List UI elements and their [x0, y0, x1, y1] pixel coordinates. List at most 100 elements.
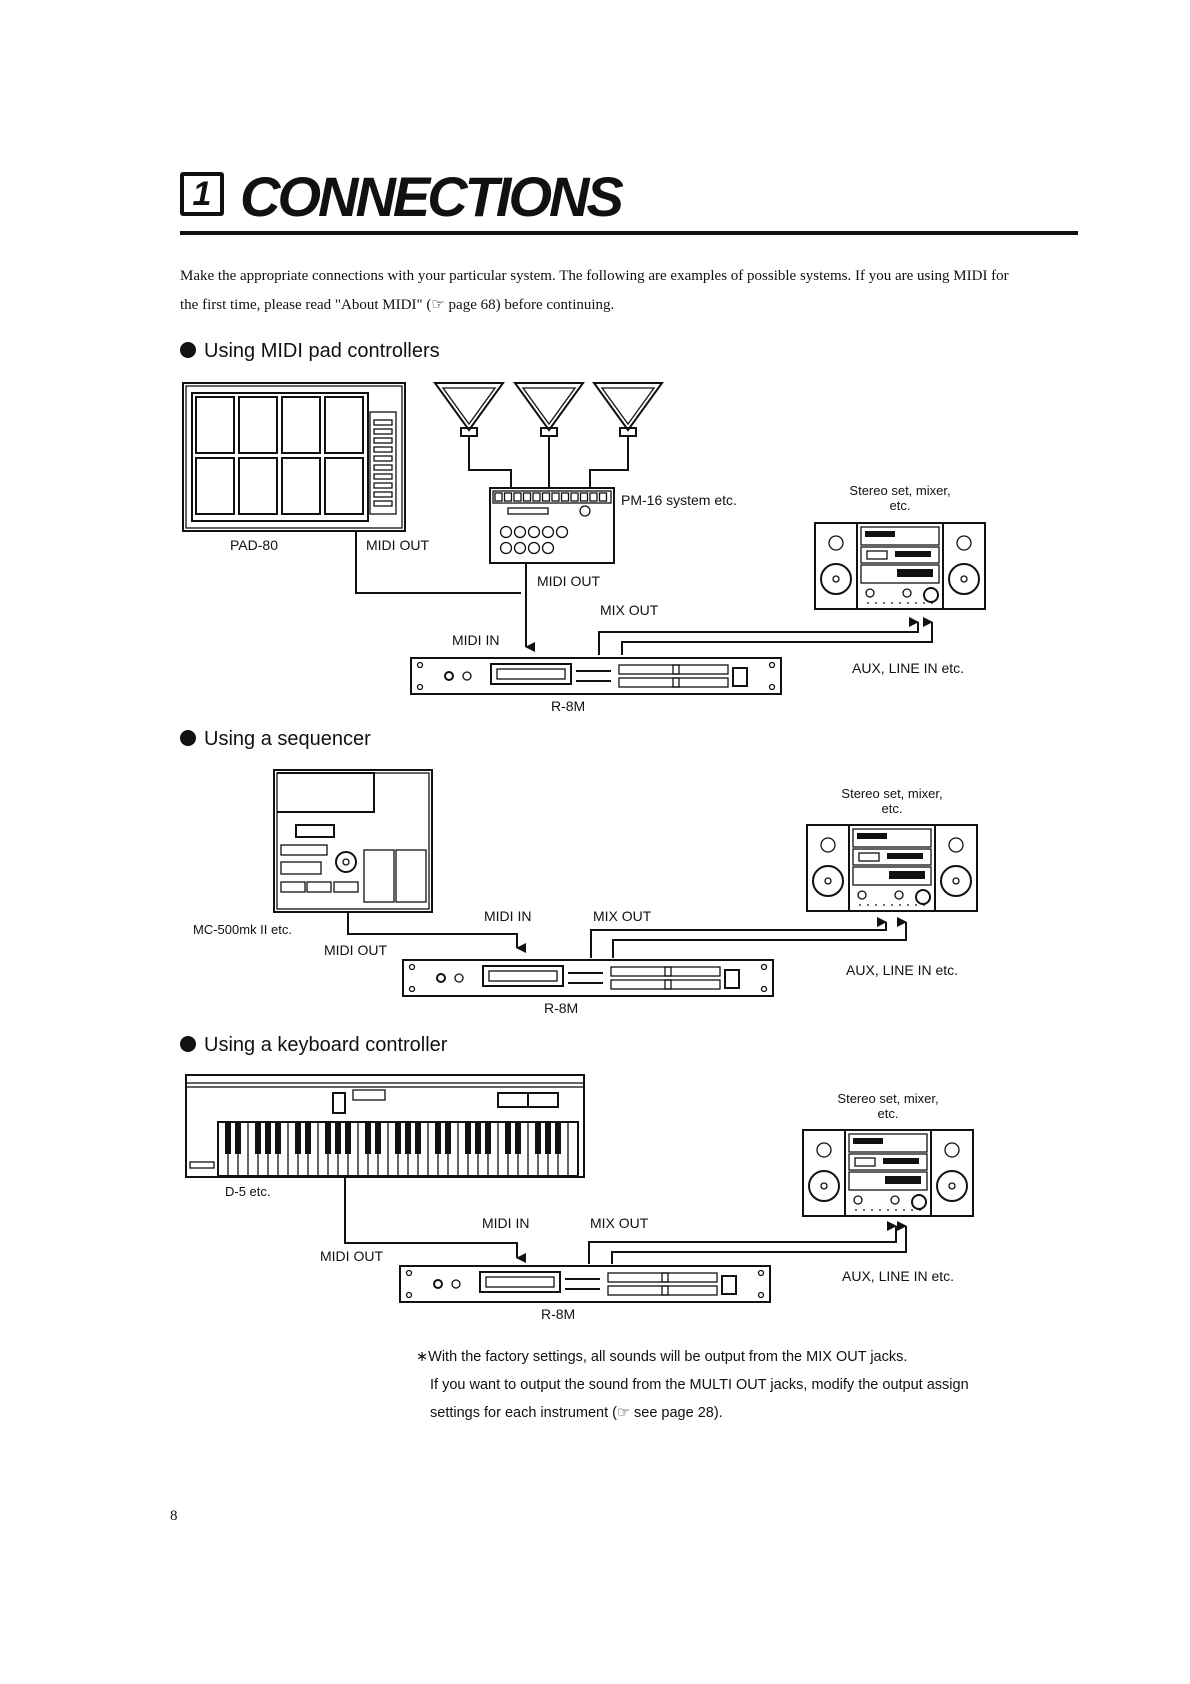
pm-knob — [527, 541, 541, 555]
pad-button — [373, 455, 393, 462]
d5-keyboard-device — [185, 1074, 585, 1178]
pm-input — [522, 492, 532, 502]
r8m-module-1 — [410, 657, 782, 695]
pad-square — [324, 396, 364, 454]
pad-button — [373, 500, 393, 507]
black-key — [365, 1122, 371, 1154]
pad-button — [373, 428, 393, 435]
section-heading-pad: Using MIDI pad controllers — [180, 340, 440, 363]
black-key — [485, 1122, 491, 1154]
label-midi-out: MIDI OUT — [320, 1248, 383, 1264]
black-key — [555, 1122, 561, 1154]
black-key — [335, 1122, 341, 1154]
r8m-module-2 — [402, 959, 774, 997]
pm-knob — [541, 541, 555, 555]
pad-button — [373, 419, 393, 426]
black-key — [445, 1122, 451, 1154]
chapter-title: CONNECTIONS — [240, 165, 624, 228]
pm-input — [579, 492, 589, 502]
label-stereo: Stereo set, mixer,etc. — [849, 483, 951, 513]
pad-square — [281, 457, 321, 515]
black-key — [465, 1122, 471, 1154]
black-key — [345, 1122, 351, 1154]
bullet-icon — [180, 1036, 196, 1052]
black-key — [325, 1122, 331, 1154]
pm-input — [551, 492, 560, 502]
label-mc-500: MC-500mk II etc. — [193, 922, 292, 937]
pm-input — [513, 492, 522, 502]
label-midi-in: MIDI IN — [482, 1215, 530, 1231]
stereo-set-3 — [802, 1129, 974, 1217]
label-aux: AUX, LINE IN etc. — [852, 660, 965, 676]
pad-square — [238, 457, 278, 515]
label-aux: AUX, LINE IN etc. — [842, 1268, 955, 1284]
footnote: ∗With the factory settings, all sounds w… — [416, 1343, 1096, 1427]
black-key — [295, 1122, 301, 1154]
pad-80-device — [182, 382, 406, 532]
pm-knob — [527, 525, 541, 539]
label-mix-out: MIX OUT — [600, 602, 659, 618]
r8m-module-3 — [399, 1265, 771, 1303]
label-midi-out: MIDI OUT — [324, 942, 387, 958]
pm-knob — [499, 541, 513, 555]
bullet-icon — [180, 342, 196, 358]
bullet-icon — [180, 730, 196, 746]
footnote-line-3: settings for each instrument (☞ see page… — [430, 1405, 723, 1421]
pad-square — [324, 457, 364, 515]
pm-input — [532, 492, 541, 502]
black-key — [545, 1122, 551, 1154]
label-r8m: R-8M — [544, 1000, 579, 1016]
title-rule — [180, 231, 1078, 235]
pad-button — [373, 491, 393, 498]
black-key — [475, 1122, 481, 1154]
black-key — [305, 1122, 311, 1154]
label-r8m: R-8M — [541, 1306, 576, 1322]
intro-paragraph: Make the appropriate connections with yo… — [180, 262, 1080, 320]
black-key — [255, 1122, 261, 1154]
label-stereo: Stereo set, mixer,etc. — [841, 786, 943, 816]
black-key — [225, 1122, 231, 1154]
pm-16-device — [434, 382, 663, 564]
mc-500-device — [273, 769, 433, 913]
label-pad-80: PAD-80 — [230, 537, 278, 553]
pad-button — [373, 446, 393, 453]
pm-knob — [513, 541, 527, 555]
pm-input — [560, 492, 570, 502]
pad-square — [195, 396, 235, 454]
label-mix-out: MIX OUT — [590, 1215, 649, 1231]
chapter-number: 1 — [180, 172, 224, 216]
page-number: 8 — [170, 1508, 178, 1524]
pad-square — [195, 457, 235, 515]
label-r8m: R-8M — [551, 698, 586, 714]
intro-line-2: the first time, please read "About MIDI"… — [180, 297, 615, 313]
label-pm-16: PM-16 system etc. — [621, 492, 737, 508]
section-heading-sequencer: Using a sequencer — [180, 728, 371, 751]
pm-input — [541, 492, 551, 502]
pad-button — [373, 473, 393, 480]
black-key — [275, 1122, 281, 1154]
footnote-line-1: ∗With the factory settings, all sounds w… — [416, 1349, 908, 1365]
label-midi-out: MIDI OUT — [366, 537, 429, 553]
label-midi-in: MIDI IN — [452, 632, 500, 648]
pm-input — [570, 492, 579, 502]
label-mix-out: MIX OUT — [593, 908, 652, 924]
label-aux: AUX, LINE IN etc. — [846, 962, 959, 978]
section-heading-keyboard: Using a keyboard controller — [180, 1034, 447, 1057]
footnote-line-2: If you want to output the sound from the… — [430, 1377, 969, 1393]
pm-knob — [541, 525, 555, 539]
black-key — [505, 1122, 511, 1154]
pad-button — [373, 482, 393, 489]
black-key — [395, 1122, 401, 1154]
pm-input — [598, 492, 608, 502]
pad-square — [238, 396, 278, 454]
black-key — [515, 1122, 521, 1154]
stereo-set-1 — [814, 522, 986, 610]
pad-square — [281, 396, 321, 454]
black-key — [415, 1122, 421, 1154]
label-midi-out: MIDI OUT — [537, 573, 600, 589]
black-key — [235, 1122, 241, 1154]
stereo-set-2 — [806, 824, 978, 912]
label-midi-in: MIDI IN — [484, 908, 532, 924]
label-stereo: Stereo set, mixer,etc. — [837, 1091, 939, 1121]
